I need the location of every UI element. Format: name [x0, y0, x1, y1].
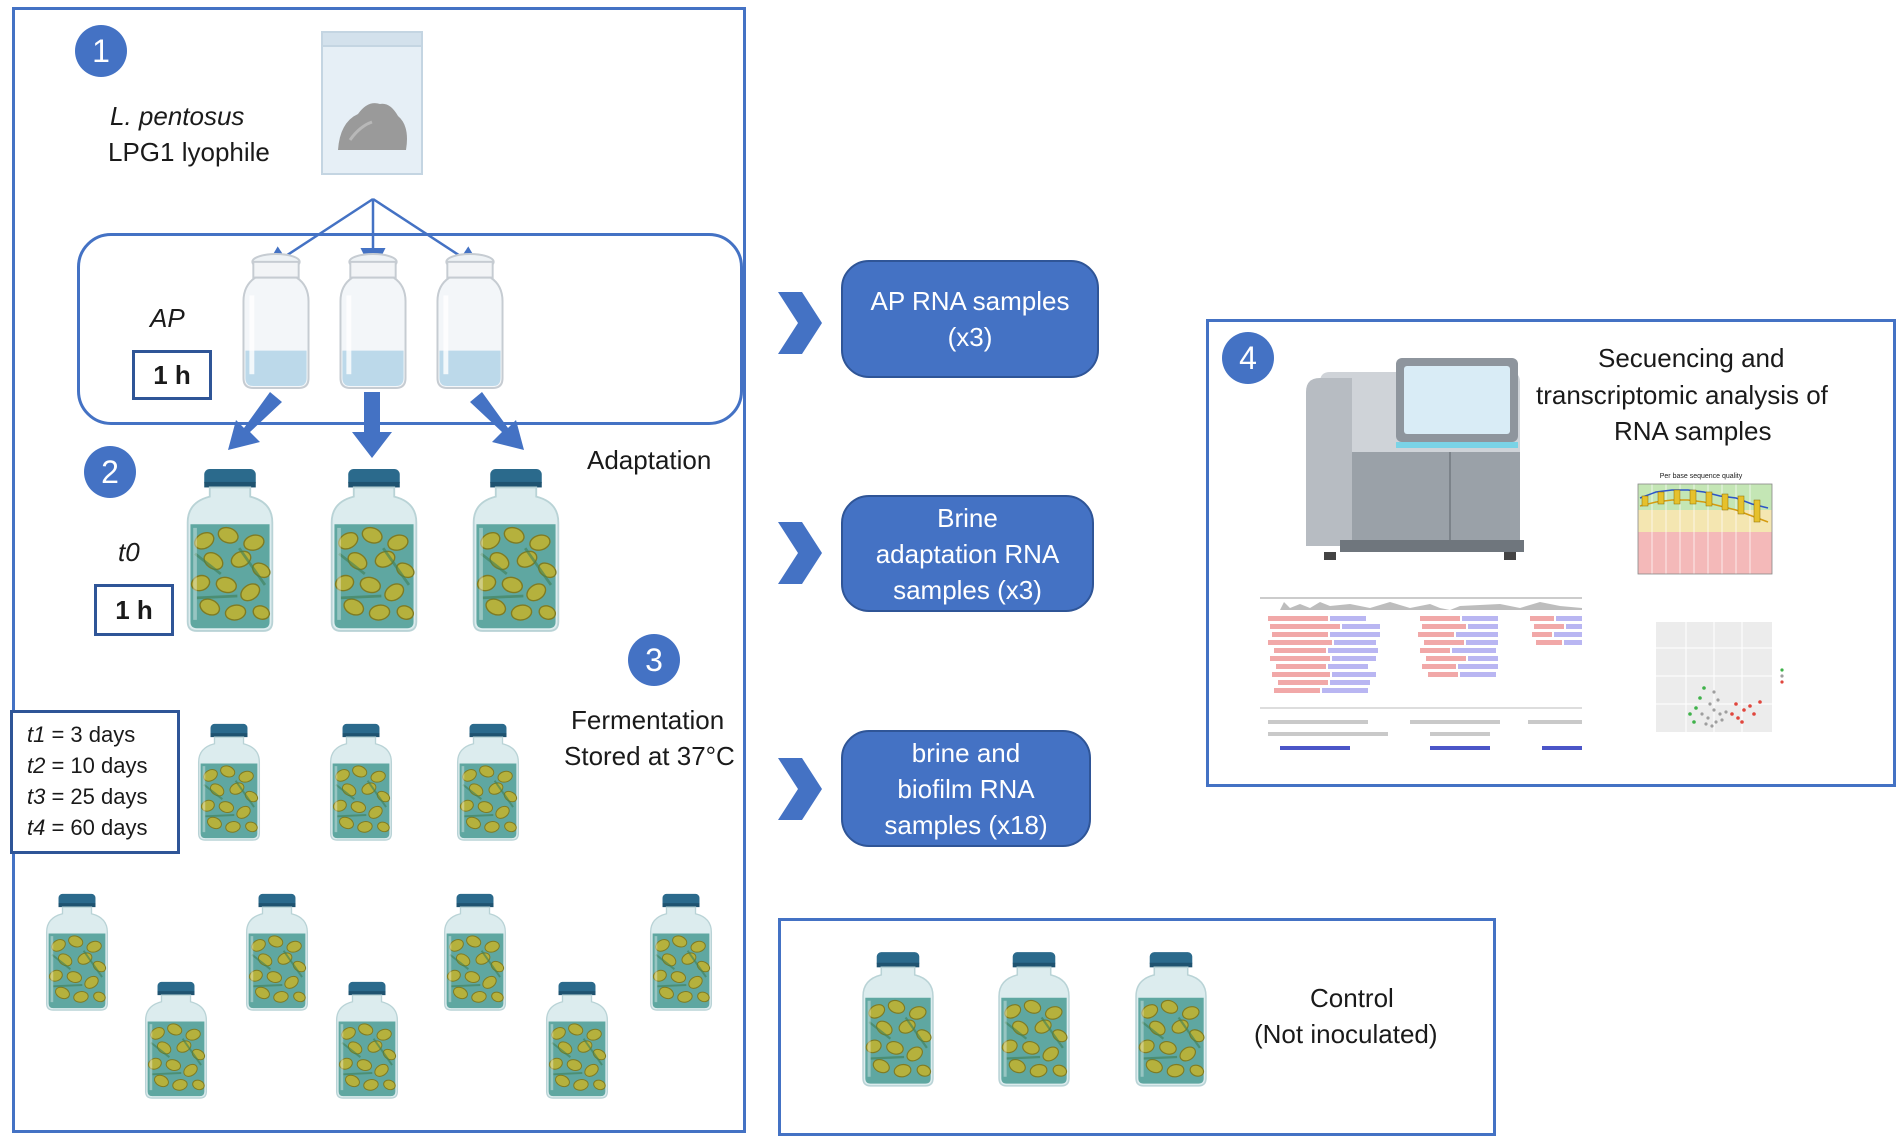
control-jar-3	[1134, 950, 1208, 1088]
control-panel	[778, 918, 1496, 1136]
main-workflow-panel	[12, 7, 746, 1133]
fermentation-jar-3	[456, 722, 520, 842]
control-label: Control	[1310, 983, 1394, 1013]
sequencing-panel	[1206, 319, 1896, 787]
chevron-arrow-biofilm	[778, 758, 822, 820]
control-jar-2	[997, 950, 1071, 1088]
adaptation-jar-3	[471, 467, 561, 633]
ap-rna-samples-pill: AP RNA samples(x3)	[841, 260, 1099, 378]
chevron-arrow-ap	[778, 292, 822, 354]
read-alignment-thumbnail	[1260, 596, 1582, 772]
sequencing-title-line3: RNA samples	[1614, 416, 1772, 446]
control-jar-1	[861, 950, 935, 1088]
step-4-badge: 4	[1222, 332, 1274, 384]
chevron-arrow-brine	[778, 522, 822, 584]
fermentation-jar-2	[329, 722, 393, 842]
fermentation-jar-7	[649, 892, 713, 1012]
adaptation-label: Adaptation	[587, 445, 712, 475]
timepoint-t2: t2 = 10 days	[27, 753, 148, 778]
timepoint-t3: t3 = 25 days	[27, 784, 148, 809]
vial-3	[436, 252, 504, 390]
ap-group-box	[77, 233, 743, 425]
quality-plot-thumbnail	[1637, 483, 1773, 575]
adaptation-jar-1	[185, 467, 275, 633]
ap-time-box: 1 h	[132, 350, 212, 400]
storage-condition-label: Stored at 37°C	[564, 741, 735, 771]
not-inoculated-label: (Not inoculated)	[1254, 1019, 1438, 1049]
fermentation-jar-5	[245, 892, 309, 1012]
sequencer-machine-icon	[1306, 358, 1524, 560]
fermentation-label: Fermentation	[571, 705, 725, 735]
species-label: L. pentosus	[110, 101, 245, 131]
fermentation-jar-8	[144, 980, 208, 1100]
fermentation-jar-10	[545, 980, 609, 1100]
step-1-badge: 1	[75, 25, 127, 77]
adaptation-jar-2	[329, 467, 419, 633]
volcano-plot-thumbnail	[1650, 618, 1810, 740]
timepoint-t1: t1 = 3 days	[27, 722, 136, 747]
fermentation-jar-6	[443, 892, 507, 1012]
vial-2	[339, 252, 407, 390]
timepoint-t4: t4 = 60 days	[27, 815, 148, 840]
t0-label: t0	[118, 537, 140, 567]
vial-1	[242, 252, 310, 390]
fermentation-jar-4	[45, 892, 109, 1012]
step-2-badge: 2	[84, 446, 136, 498]
quality-plot-title: Per base sequence quality	[1659, 473, 1743, 480]
adaptation-time-box: 1 h	[94, 584, 174, 636]
fermentation-jar-1	[197, 722, 261, 842]
ap-label: AP	[150, 303, 185, 333]
strain-label: LPG1 lyophile	[108, 137, 270, 167]
sequencing-title-line2: transcriptomic analysis of	[1536, 380, 1828, 410]
lyophile-bag-icon	[321, 31, 423, 175]
distribution-arrows	[263, 197, 483, 273]
transfer-arrows	[228, 392, 524, 458]
fermentation-jar-9	[335, 980, 399, 1100]
timepoints-legend: t1 = 3 days t2 = 10 days t3 = 25 days t4…	[10, 710, 180, 854]
step-3-badge: 3	[628, 634, 680, 686]
sequencing-title-line1: Secuencing and	[1598, 343, 1785, 373]
